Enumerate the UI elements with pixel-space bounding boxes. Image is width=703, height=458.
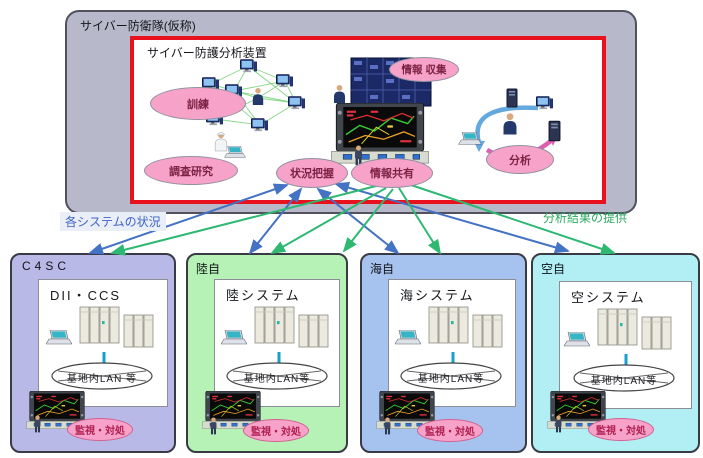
server-cluster-icon — [597, 308, 672, 350]
bubble-monitor-response: 監視・対処 — [243, 419, 309, 442]
laptop-icon — [224, 146, 246, 158]
system-title-maritime: 海自 — [370, 262, 395, 276]
operator-figure-icon — [34, 415, 41, 433]
bubble-collection: 情報 収集 — [389, 57, 459, 82]
bubble-monitor-response: 監視・対処 — [417, 419, 483, 442]
server-cluster-icon — [428, 306, 503, 348]
unit-title: サイバー防衛隊(仮称) — [80, 19, 196, 33]
workstation-icon — [251, 118, 268, 132]
bubble-monitor-response: 監視・対処 — [67, 418, 133, 441]
system-name-maritime: 海システム — [400, 288, 475, 303]
ground-art — [203, 306, 329, 435]
bubble-info-sharing: 情報共有 — [351, 158, 433, 188]
bubble-analysis: 分析 — [486, 145, 554, 174]
lan-label: 基地内LAN等 — [417, 374, 485, 385]
system-title-ground: 陸自 — [196, 262, 221, 276]
command-console-icon — [332, 103, 429, 163]
system-name-ground: 陸システム — [226, 288, 301, 303]
lan-label: 基地内LAN 等 — [66, 374, 138, 385]
maritime-art — [377, 306, 503, 435]
c4sc-art — [27, 306, 154, 433]
system-title-air: 空自 — [541, 262, 566, 276]
laptop-icon — [46, 330, 72, 345]
server-cluster-icon — [79, 306, 154, 348]
laptop-icon — [564, 332, 590, 347]
lan-label: 基地内LAN等 — [590, 376, 658, 387]
system-name-dii-ccs: DII・CCS — [50, 288, 122, 303]
server-cluster-icon — [254, 306, 329, 348]
operator-figure-icon — [555, 415, 562, 433]
system-title-c4sc: C4SC — [22, 259, 71, 273]
analysis-device-title: サイバー防護分析装置 — [147, 46, 267, 60]
bubble-situation-grasp: 状況把握 — [276, 158, 348, 188]
operator-figure-icon — [210, 417, 217, 435]
laptop-icon — [395, 330, 421, 345]
trainee-icon — [252, 88, 264, 105]
bubble-research: 調査研究 — [144, 156, 238, 185]
analyst-icon — [503, 113, 517, 135]
researcher-icon — [214, 132, 228, 152]
result-arrows — [110, 182, 616, 256]
operator-figure-icon — [384, 417, 391, 435]
bubble-monitor-response: 監視・対処 — [588, 418, 654, 441]
operator-icon — [333, 84, 346, 103]
system-name-air: 空システム — [571, 290, 646, 305]
label-system-status-flow: 各システムの状況 — [60, 212, 166, 231]
laptop-icon — [221, 330, 247, 345]
bubble-training: 訓練 — [150, 87, 246, 120]
label-analysis-result-flow: 分析結果の提供 — [543, 211, 628, 225]
air-art — [548, 308, 675, 433]
workstation-icon — [240, 59, 257, 73]
lan-label: 基地内LAN等 — [243, 374, 311, 385]
workstation-icon — [288, 96, 305, 110]
